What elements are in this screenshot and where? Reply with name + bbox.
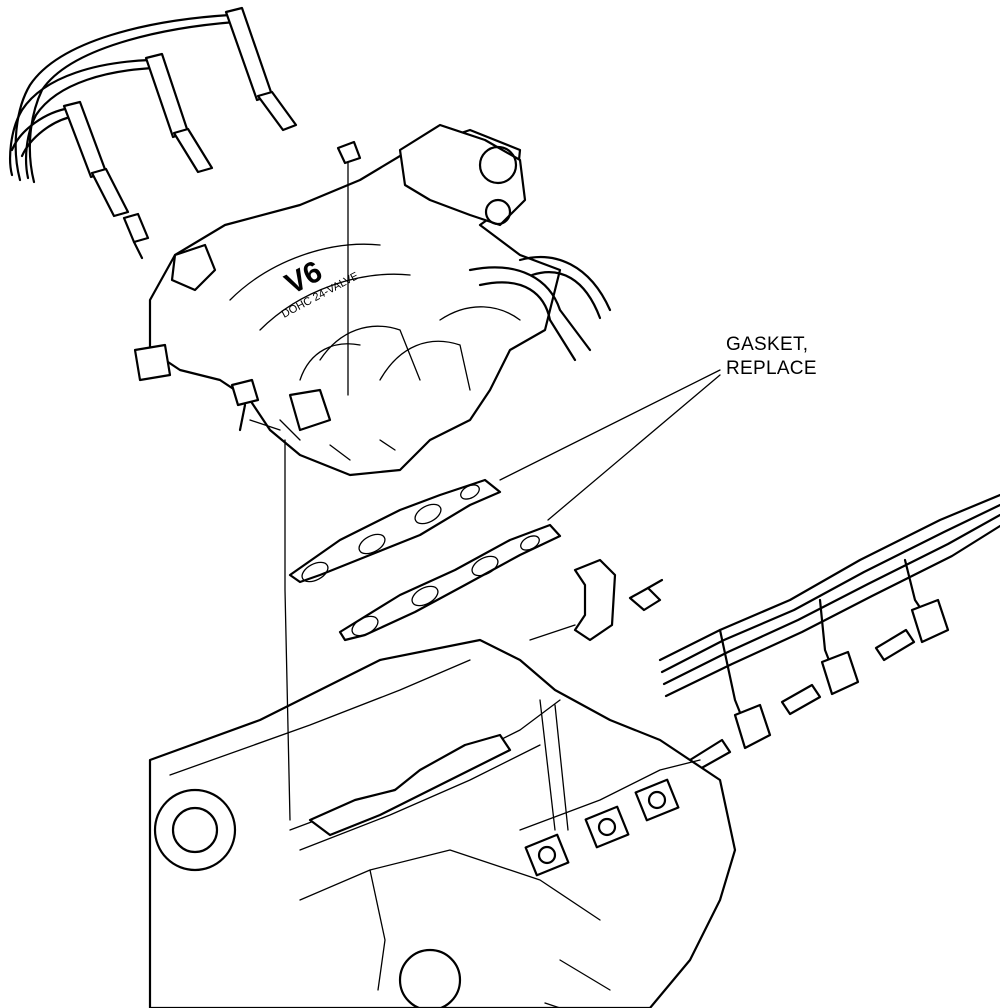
- manifold-bolts: [230, 140, 362, 432]
- gasket-callout: GASKET, REPLACE: [726, 333, 817, 381]
- alignment-guide-lines: [284, 439, 576, 821]
- upper-intake-manifold: V6 DOHC 24-VALVE: [133, 123, 612, 477]
- intake-manifold-gasket-lower: [338, 523, 562, 642]
- callout-line-2: REPLACE: [726, 358, 817, 379]
- callout-line-1: GASKET,: [726, 334, 809, 355]
- intake-manifold-gasket-upper: [288, 478, 502, 584]
- spark-plug: [122, 212, 150, 260]
- engine-block: [148, 638, 737, 1008]
- gasket-callout-leaders: [499, 369, 721, 521]
- spark-plug-wire-set-left: [9, 6, 298, 218]
- fuel-injector-wire-harness: [658, 493, 1000, 772]
- manifold-bracket: [573, 558, 664, 642]
